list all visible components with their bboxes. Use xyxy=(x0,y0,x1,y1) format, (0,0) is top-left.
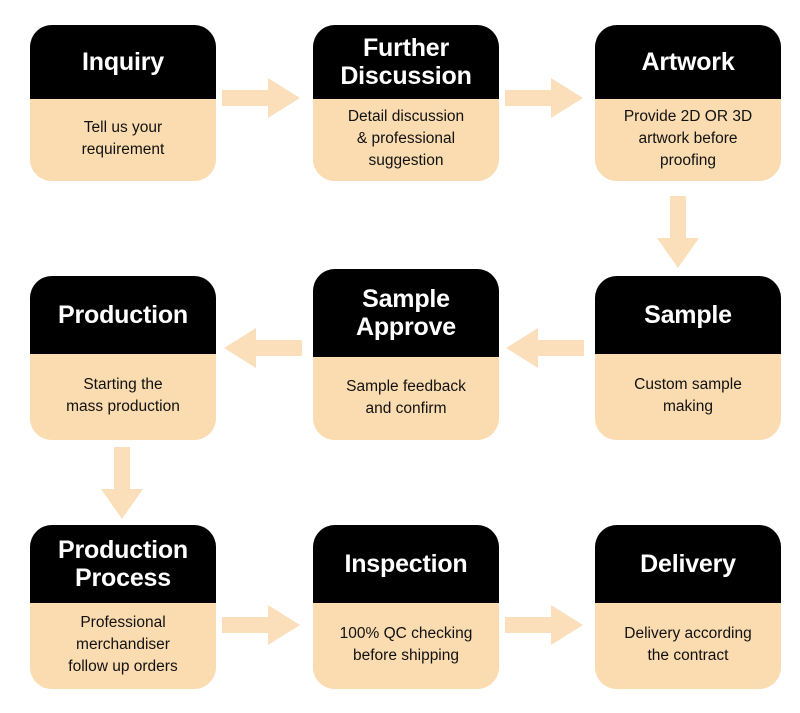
connector-inquiry-to-further-discussion xyxy=(222,78,300,118)
connector-production-to-production-process xyxy=(101,447,143,519)
step-title-text: Sample xyxy=(644,301,732,329)
step-title-text: Sample Approve xyxy=(355,285,456,341)
step-description-inquiry: Tell us your requirement xyxy=(30,99,216,181)
step-card-production-process[interactable]: Production Process Professional merchand… xyxy=(30,525,216,689)
step-card-sample[interactable]: Sample Custom sample making xyxy=(595,276,781,440)
step-description-text: Sample feedback and confirm xyxy=(346,377,466,417)
step-title-text: Further Discussion xyxy=(340,34,472,90)
step-card-further-discussion[interactable]: Further Discussion Detail discussion & p… xyxy=(313,25,499,181)
step-description-sample: Custom sample making xyxy=(595,354,781,440)
step-title-inspection: Inspection xyxy=(313,525,499,603)
step-title-inquiry: Inquiry xyxy=(30,25,216,99)
step-title-text: Inspection xyxy=(344,550,468,578)
step-description-further-discussion: Detail discussion & professional suggest… xyxy=(313,99,499,181)
step-description-text: Tell us your requirement xyxy=(81,119,165,158)
step-card-inspection[interactable]: Inspection 100% QC checking before shipp… xyxy=(313,525,499,689)
step-title-further-discussion: Further Discussion xyxy=(313,25,499,99)
step-title-sample-approve: Sample Approve xyxy=(313,269,499,357)
step-description-text: Professional merchandiser follow up orde… xyxy=(68,614,178,675)
connector-further-discussion-to-artwork xyxy=(505,78,583,118)
step-description-sample-approve: Sample feedback and confirm xyxy=(313,357,499,440)
connector-artwork-to-sample xyxy=(657,196,699,268)
step-description-text: Provide 2D OR 3D artwork before proofing xyxy=(623,108,753,169)
step-card-sample-approve[interactable]: Sample Approve Sample feedback and confi… xyxy=(313,269,499,440)
step-title-text: Inquiry xyxy=(82,48,164,76)
step-description-text: Starting the mass production xyxy=(66,376,180,415)
step-title-text: Production xyxy=(58,301,188,329)
connector-inspection-to-delivery xyxy=(505,605,583,645)
step-description-text: Delivery according the contract xyxy=(624,625,752,664)
step-title-sample: Sample xyxy=(595,276,781,354)
connector-sample-approve-to-production xyxy=(224,328,302,368)
step-description-text: Custom sample making xyxy=(634,376,742,415)
step-description-text: 100% QC checking before shipping xyxy=(339,625,473,664)
step-title-text: Production Process xyxy=(58,536,188,592)
connector-production-process-to-inspection xyxy=(222,605,300,645)
step-description-production-process: Professional merchandiser follow up orde… xyxy=(30,603,216,689)
step-title-production-process: Production Process xyxy=(30,525,216,603)
step-card-production[interactable]: Production Starting the mass production xyxy=(30,276,216,440)
step-title-delivery: Delivery xyxy=(595,525,781,603)
step-card-inquiry[interactable]: Inquiry Tell us your requirement xyxy=(30,25,216,181)
step-card-delivery[interactable]: Delivery Delivery according the contract xyxy=(595,525,781,689)
step-title-text: Delivery xyxy=(640,550,736,578)
step-description-delivery: Delivery according the contract xyxy=(595,603,781,689)
step-card-artwork[interactable]: Artwork Provide 2D OR 3D artwork before … xyxy=(595,25,781,181)
step-description-production: Starting the mass production xyxy=(30,354,216,440)
step-description-text: Detail discussion & professional suggest… xyxy=(347,108,465,169)
step-title-text: Artwork xyxy=(641,48,735,76)
step-title-production: Production xyxy=(30,276,216,354)
step-description-artwork: Provide 2D OR 3D artwork before proofing xyxy=(595,99,781,181)
step-description-inspection: 100% QC checking before shipping xyxy=(313,603,499,689)
connector-sample-to-sample-approve xyxy=(506,328,584,368)
step-title-artwork: Artwork xyxy=(595,25,781,99)
